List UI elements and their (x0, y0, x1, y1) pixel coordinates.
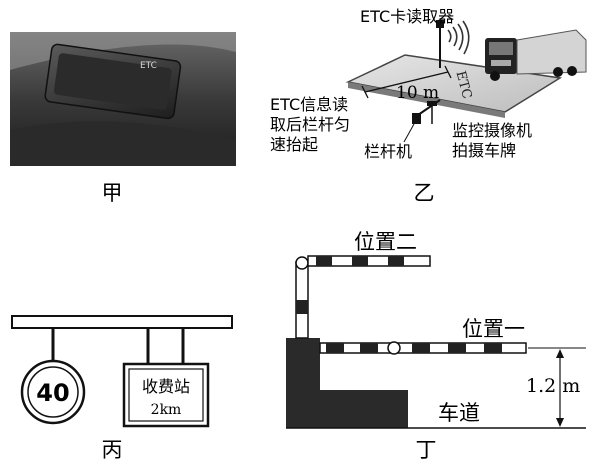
toll-sign-line-1: 收费站 (142, 377, 190, 396)
position-one-label: 位置一 (462, 317, 525, 341)
jia-device-text: ETC (140, 61, 157, 71)
distance-tick-left (361, 85, 369, 99)
panel-yi: ETC ETC卡读取器 ETC信息读 取后栏杆匀 速抬起 (270, 7, 587, 205)
signal-waves-icon (447, 20, 470, 55)
jia-windshield-highlight (10, 32, 236, 70)
distance-tick-right (444, 65, 452, 79)
position-two-label: 位置二 (354, 230, 417, 254)
panel-ding: 位置二 位置一 1.2 m 车道 丁 (286, 230, 586, 462)
distance-line (364, 71, 449, 93)
caption-jia: 甲 (102, 181, 123, 205)
height-label: 1.2 m (526, 375, 580, 397)
lane-label: 车道 (438, 401, 480, 425)
svg-text:ETC信息读: ETC信息读 (270, 95, 348, 114)
barrier-machine-label: 栏杆机 (364, 142, 412, 161)
road-etc-text: ETC (452, 69, 474, 100)
arm-pivot-top (295, 256, 309, 270)
barrier-arm-position-two (307, 255, 431, 267)
svg-text:取后栏杆匀: 取后栏杆匀 (270, 115, 350, 134)
caption-ding: 丁 (416, 438, 437, 462)
barrier-machine-leader (403, 123, 415, 143)
arm-pivot-middle (387, 341, 401, 355)
arrow-up-icon (556, 349, 564, 358)
svg-text:拍摄车牌: 拍摄车牌 (452, 141, 516, 160)
reader-head (436, 20, 444, 28)
camera-label: 监控摄像机 拍摄车牌 (452, 121, 532, 160)
barrier-arm-position-one (319, 341, 527, 355)
caption-bing: 丙 (102, 438, 123, 462)
speed-limit-value: 40 (36, 379, 69, 407)
caption-yi: 乙 (414, 181, 435, 205)
barrier-note: ETC信息读 取后栏杆匀 速抬起 (270, 95, 350, 154)
svg-text:监控摄像机: 监控摄像机 (452, 121, 532, 140)
distance-label: 10 m (396, 83, 439, 103)
etc-device-icon (44, 43, 182, 120)
road-edge-shadow (348, 82, 505, 118)
camera-icon (427, 101, 437, 106)
toll-sign-line-2: 2km (151, 402, 182, 418)
sign-gantry-beam (11, 315, 233, 329)
arrow-down-icon (556, 418, 564, 427)
toll-station-sign (122, 362, 210, 428)
toll-station-sign-inner (128, 368, 204, 422)
panel-bing: 40 收费站 2km 丙 (11, 315, 233, 462)
truck-icon (485, 29, 587, 81)
barrier-machine-box (412, 113, 421, 124)
speed-limit-sign (20, 359, 86, 425)
svg-text:速抬起: 速抬起 (270, 135, 318, 154)
barrier-machine-body (286, 338, 320, 428)
etc-reader-label: ETC卡读取器 (360, 7, 454, 26)
panel-jia: ETC 甲 (10, 32, 236, 205)
jia-dashboard (10, 121, 236, 166)
barrier-base-block (320, 390, 408, 428)
